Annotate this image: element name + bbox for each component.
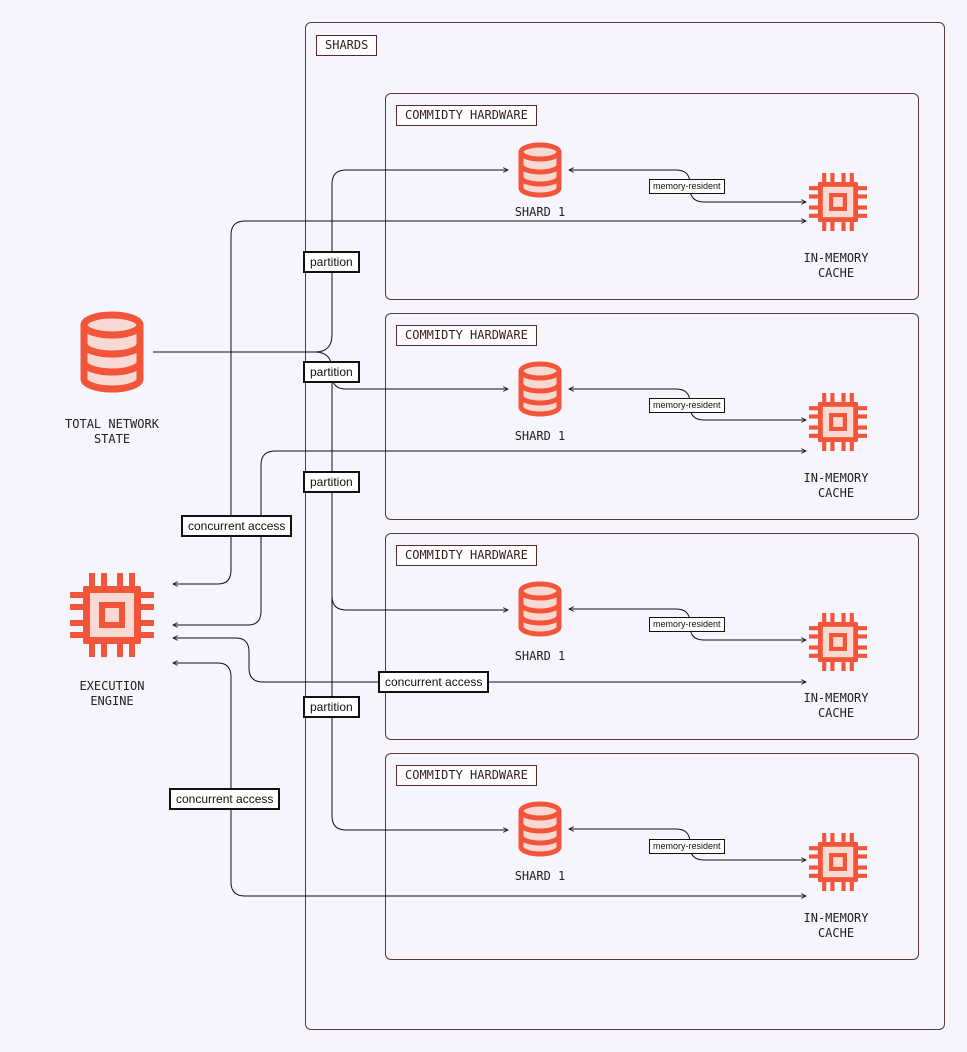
shard-database-icon <box>518 801 562 857</box>
shard-database-icon <box>518 142 562 198</box>
shard-label: SHARD 1 <box>514 869 566 883</box>
partition-label: partition <box>303 696 360 718</box>
memory-resident-label: memory-resident <box>649 398 725 413</box>
hardware-box-title: COMMIDTY HARDWARE <box>396 105 537 126</box>
cache-chip-icon <box>809 393 867 451</box>
memory-resident-label: memory-resident <box>649 839 725 854</box>
memory-resident-label: memory-resident <box>649 617 725 632</box>
cache-label: IN-MEMORY CACHE <box>803 471 869 500</box>
total-network-state-label: TOTAL NETWORK STATE <box>65 417 159 446</box>
cache-chip-icon <box>809 173 867 231</box>
chip-icon <box>70 573 154 657</box>
partition-label: partition <box>303 361 360 383</box>
execution-engine-label: EXECUTION ENGINE <box>79 679 145 708</box>
shard-label: SHARD 1 <box>514 205 566 219</box>
shard-label: SHARD 1 <box>514 429 566 443</box>
access-line-4 <box>173 663 806 896</box>
concurrent-access-label: concurrent access <box>169 788 281 810</box>
partition-label: partition <box>303 251 360 273</box>
shards-title: SHARDS <box>316 35 378 56</box>
cache-label: IN-MEMORY CACHE <box>803 911 869 940</box>
cache-chip-icon <box>809 613 867 671</box>
concurrent-access-label: concurrent access <box>181 515 293 537</box>
concurrent-access-label: concurrent access <box>378 671 490 693</box>
access-line-2 <box>173 451 806 625</box>
cache-chip-icon <box>809 833 867 891</box>
database-icon <box>80 311 144 393</box>
partition-label: partition <box>303 471 360 493</box>
shard-database-icon <box>518 361 562 417</box>
cache-label: IN-MEMORY CACHE <box>803 691 869 720</box>
cache-label: IN-MEMORY CACHE <box>803 251 869 280</box>
memory-resident-label: memory-resident <box>649 179 725 194</box>
shard-database-icon <box>518 581 562 637</box>
shard-label: SHARD 1 <box>514 649 566 663</box>
